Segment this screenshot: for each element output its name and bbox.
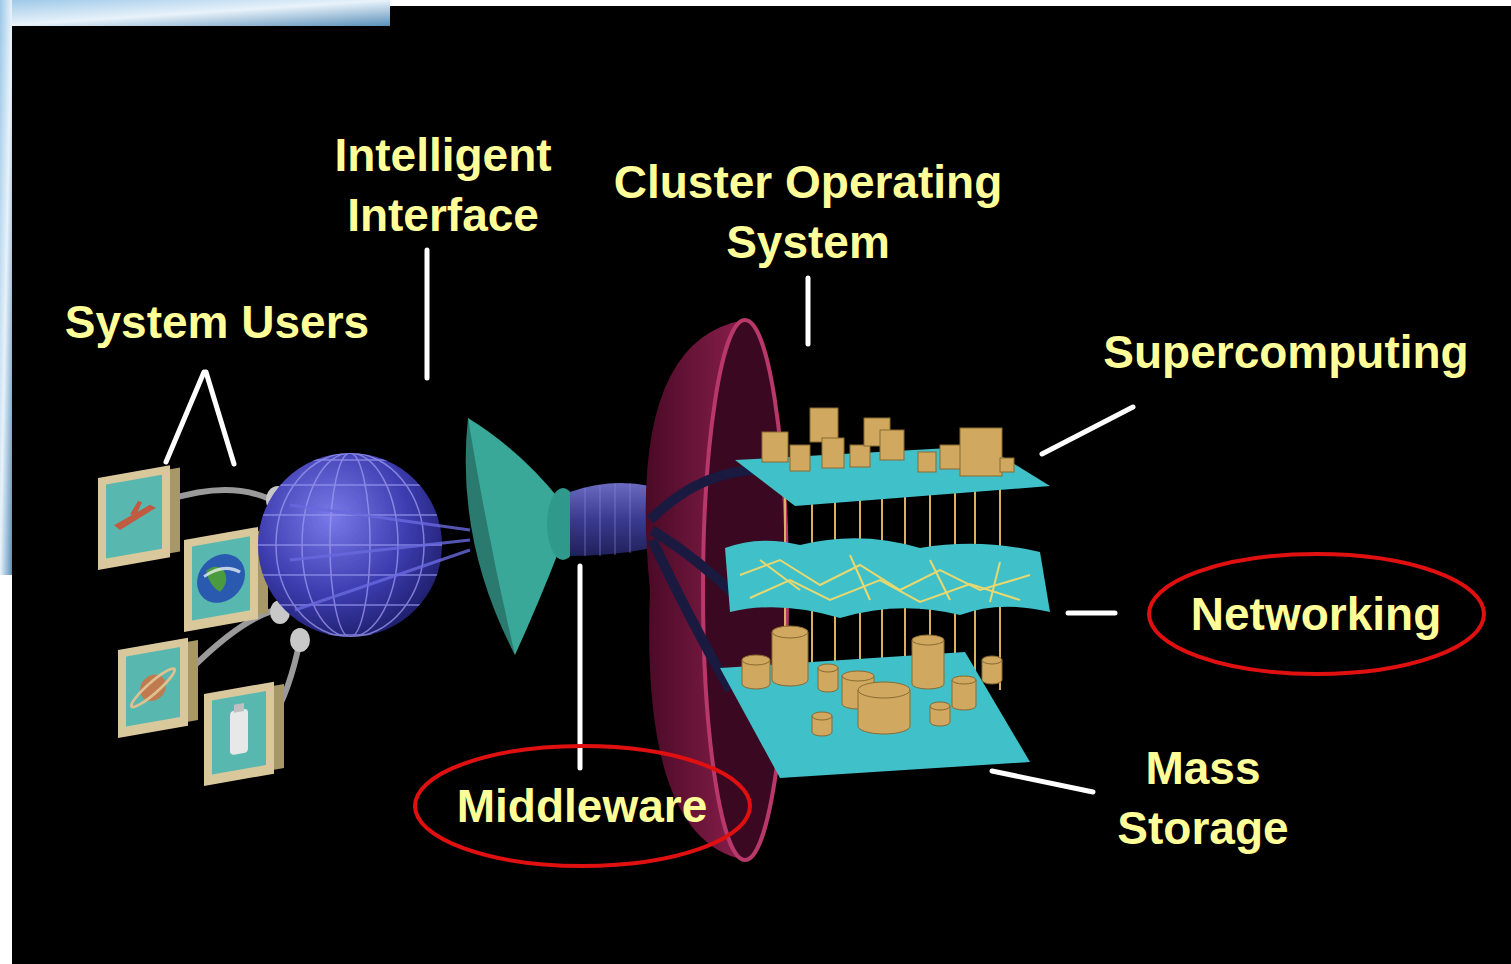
part-label: System Users: [17, 292, 417, 352]
highlighted-label: Middleware: [457, 778, 708, 834]
part-label: Cluster Operating System: [568, 152, 1048, 272]
part-label: Intelligent Interface: [298, 125, 588, 245]
part-label: Mass Storage: [1088, 738, 1318, 858]
middleware-tube: [570, 483, 652, 556]
monitor: [118, 636, 198, 738]
page-margin: [390, 0, 1511, 6]
beam: [290, 505, 470, 610]
ellipse-outline: [1149, 554, 1484, 674]
monitor: [204, 680, 284, 786]
highlighted-label: Networking: [1191, 586, 1441, 642]
monitor: [98, 464, 180, 570]
highlight-ellipse: Middleware: [412, 743, 753, 869]
tube-texture: [585, 483, 630, 556]
background-photo: [0, 0, 12, 575]
network-lines: [740, 555, 1030, 602]
part-label: Supercomputing: [1066, 322, 1506, 382]
monitor: [184, 525, 268, 632]
storage-cylinder: [742, 626, 1002, 736]
highlight-ellipse: Networking: [1146, 551, 1487, 677]
page-margin: [0, 575, 12, 964]
interface-funnel: [466, 418, 515, 655]
ellipse-outline: [415, 746, 750, 866]
storage-layer: [720, 652, 1030, 778]
compute-box: [762, 408, 1014, 476]
background-photo: [0, 0, 390, 26]
network-layer: [725, 538, 1050, 618]
